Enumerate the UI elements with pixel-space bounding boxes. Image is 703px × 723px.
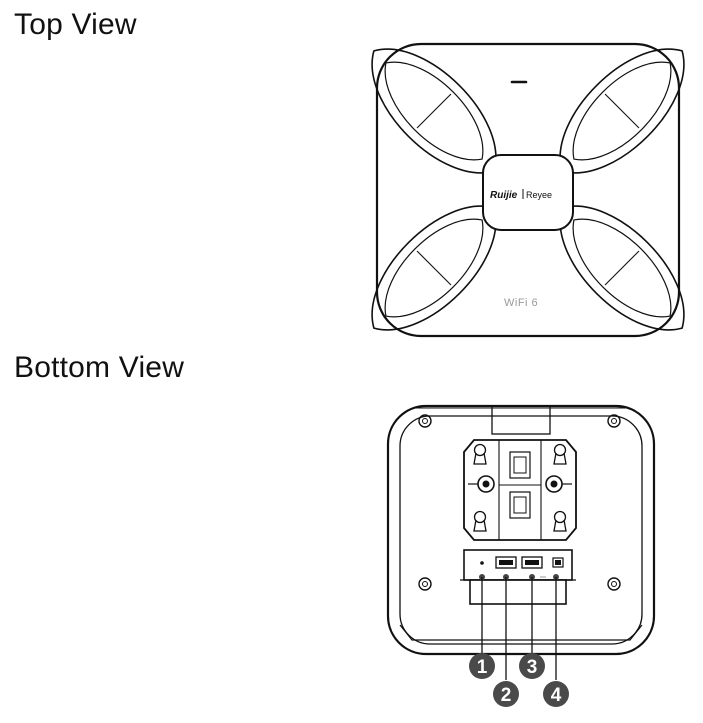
callout-3: 3 bbox=[519, 653, 545, 679]
svg-text:1: 1 bbox=[477, 657, 488, 678]
screw-hole-bl bbox=[418, 577, 432, 591]
top-view-heading: Top View bbox=[14, 8, 137, 41]
callout-1: 1 bbox=[469, 653, 495, 679]
screw-hole-tr bbox=[607, 414, 621, 428]
ruijie-logo: Ruijie bbox=[490, 190, 518, 201]
screw-hole-tl bbox=[418, 414, 432, 428]
svg-text:2: 2 bbox=[501, 685, 512, 706]
svg-text:3: 3 bbox=[527, 657, 538, 678]
reset-hole bbox=[480, 561, 484, 565]
callout-4: 4 bbox=[543, 681, 569, 707]
lan-port bbox=[495, 556, 517, 569]
bottom-view-heading: Bottom View bbox=[14, 351, 185, 384]
port-panel bbox=[460, 549, 576, 605]
reyee-logo: Reyee bbox=[526, 190, 552, 200]
wifi6-mark: WiFi 6 bbox=[504, 297, 538, 309]
mounting-bracket bbox=[463, 439, 577, 541]
screw-hole-br bbox=[607, 577, 621, 591]
callout-leaders bbox=[481, 577, 557, 680]
bottom-view-device bbox=[386, 404, 656, 656]
poe-port bbox=[521, 556, 543, 569]
center-logo-tile bbox=[482, 154, 574, 231]
dc-port bbox=[552, 557, 564, 568]
top-view-device: Ruijie Reyee WiFi 6 bbox=[347, 24, 703, 355]
callout-2: 2 bbox=[493, 681, 519, 707]
svg-text:4: 4 bbox=[551, 685, 562, 706]
